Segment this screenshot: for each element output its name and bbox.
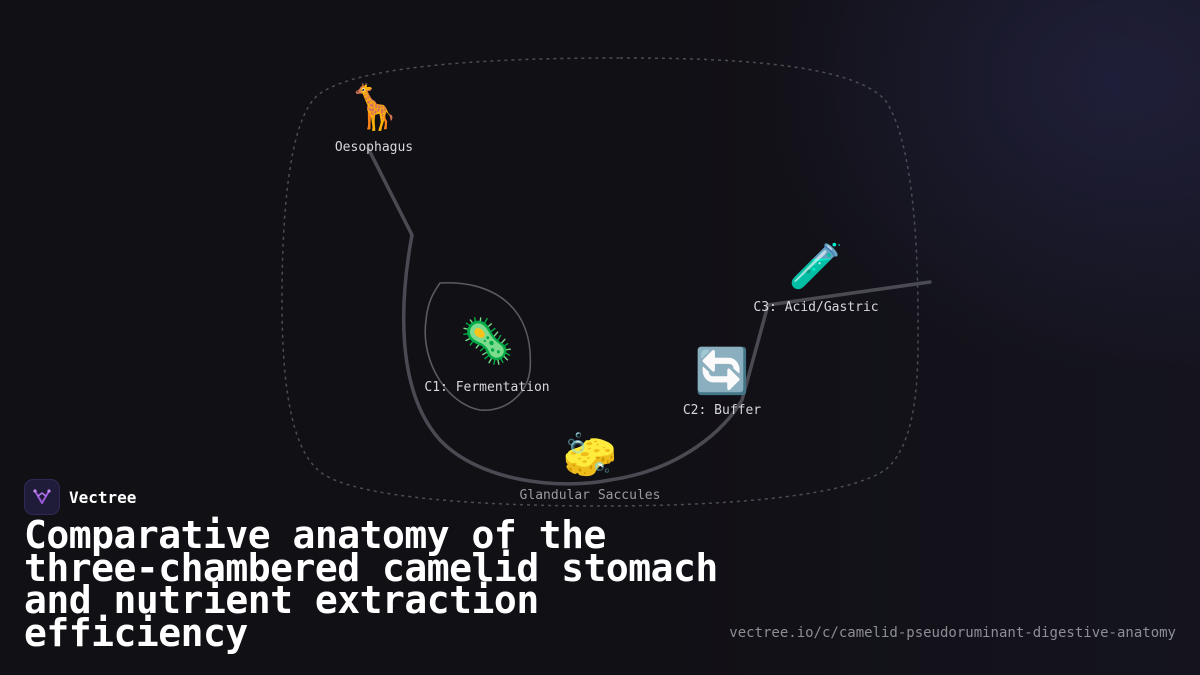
cycle-arrows-icon: 🔄 [694, 346, 750, 397]
source-url[interactable]: vectree.io/c/camelid-pseudoruminant-dige… [729, 625, 1176, 641]
c1-fermentation-label: C1: Fermentation [424, 380, 550, 395]
brand[interactable]: Vectree [24, 479, 136, 515]
vectree-logo-icon [24, 479, 60, 515]
oesophagus-label: Oesophagus [334, 140, 414, 155]
brand-name: Vectree [69, 487, 137, 507]
page-title: Comparative anatomy of the three-chamber… [24, 513, 718, 655]
glandular-saccules-label: Glandular Saccules [519, 488, 661, 503]
c3-acid-gastric-label: C3: Acid/Gastric [753, 300, 879, 315]
test-tube-icon: 🧪 [788, 241, 844, 292]
digestive-path [366, 146, 932, 486]
microbe-icon: 🦠 [459, 316, 515, 367]
sponge-icon: 🧽 [562, 430, 618, 481]
c2-buffer-label: C2: Buffer [682, 403, 762, 418]
fermentation-loop [424, 282, 532, 411]
giraffe-icon: 🦒 [346, 82, 402, 133]
stomach-outline [281, 57, 919, 507]
